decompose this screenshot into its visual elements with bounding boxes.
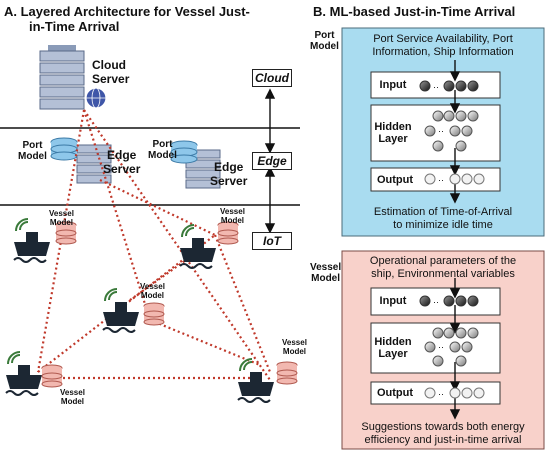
port-hidden-label-line: Layer bbox=[378, 133, 408, 145]
port-model-label-line: Port bbox=[152, 139, 173, 150]
vessel-model-label-line: Vessel bbox=[282, 338, 307, 347]
svg-text:··: ·· bbox=[438, 175, 444, 185]
vessel-input-description: Operational parameters of the ship, Envi… bbox=[342, 255, 544, 281]
vessel-database-icon bbox=[143, 302, 165, 326]
vessel-input-description-line: Operational parameters of the bbox=[369, 255, 517, 267]
vessel-model-label: Vessel Model bbox=[220, 207, 245, 225]
cloud-server-label-line: Server bbox=[92, 72, 130, 86]
vessel-model-label-line: Model bbox=[60, 397, 85, 406]
vessel-output-description: Suggestions towards both energy efficien… bbox=[342, 421, 544, 447]
port-input-description: Port Service Availability, Port Informat… bbox=[342, 33, 544, 59]
vessel-hidden-label-line: Hidden bbox=[374, 336, 412, 348]
vessel-database-icon bbox=[217, 221, 239, 245]
vessel-model-label: Vessel Model bbox=[282, 338, 307, 356]
port-input-description-line: Information, Ship Information bbox=[372, 46, 514, 58]
cloud-server-icon bbox=[39, 45, 107, 110]
vessel-model-label: Vessel Model bbox=[60, 388, 85, 406]
vessel-database-icon bbox=[276, 361, 298, 385]
port-output-label: Output bbox=[376, 174, 414, 186]
svg-text:··: ·· bbox=[438, 126, 444, 136]
port-model-label-line: Model bbox=[148, 150, 177, 161]
port-output-nodes: ·· bbox=[424, 173, 485, 185]
vessel-model-label-line: Model bbox=[49, 218, 74, 227]
vessel-database-icon bbox=[55, 221, 77, 245]
port-model-side-label-line: Model bbox=[310, 41, 339, 52]
port-model-database-icon bbox=[50, 137, 78, 161]
vessel-model-label-line: Vessel bbox=[140, 282, 165, 291]
tier-cloud: Cloud bbox=[252, 69, 292, 87]
cloud-server-label: Cloud Server bbox=[92, 58, 129, 86]
svg-text:··: ·· bbox=[433, 82, 439, 92]
port-output-description-line: Estimation of Time-of-Arrival bbox=[373, 206, 513, 218]
port-output-description-line: to minimize idle time bbox=[393, 219, 493, 231]
vessel-icon bbox=[13, 218, 50, 263]
port-model-label: Port Model bbox=[18, 140, 47, 162]
vessel-hidden-label: Hidden Layer bbox=[371, 336, 415, 360]
panel-a-title-line: in-Time Arrival bbox=[29, 19, 120, 34]
vessel-input-description-line: ship, Environmental variables bbox=[371, 268, 515, 280]
vessel-icon bbox=[102, 288, 139, 333]
edge-server-label-line: Server bbox=[210, 174, 248, 188]
port-hidden-label-line: Hidden bbox=[374, 121, 412, 133]
svg-text:··: ·· bbox=[433, 297, 439, 307]
svg-text:··: ·· bbox=[438, 389, 444, 399]
tier-edge: Edge bbox=[252, 152, 292, 170]
panel-a-title-line: A. Layered Architecture for Vessel Just- bbox=[4, 4, 250, 19]
port-input-nodes: ·· bbox=[419, 80, 479, 92]
edge-server-label: Edge Server bbox=[210, 160, 247, 188]
edge-server-icon bbox=[185, 149, 221, 189]
vessel-model-side-label-line: Model bbox=[311, 273, 341, 284]
svg-text:··: ·· bbox=[438, 342, 444, 352]
vessel-model-label-line: Vessel bbox=[220, 207, 245, 216]
vessel-input-label: Input bbox=[379, 295, 407, 307]
port-input-label: Input bbox=[379, 79, 407, 91]
port-model-label-line: Model bbox=[18, 151, 47, 162]
vessel-database-icon bbox=[41, 364, 63, 388]
port-hidden-nodes: ·· bbox=[424, 110, 479, 152]
port-model-label: Port Model bbox=[148, 139, 177, 161]
vessel-icon bbox=[5, 351, 42, 396]
vessel-model-side-label: Vessel Model bbox=[310, 262, 341, 284]
vessel-output-description-line: Suggestions towards both energy bbox=[361, 421, 525, 433]
edge-server-label-line: Edge bbox=[214, 160, 244, 174]
panel-b-title: B. ML-based Just-in-Time Arrival bbox=[313, 4, 516, 19]
vessel-model-label: Vessel Model bbox=[49, 209, 74, 227]
port-input-description-line: Port Service Availability, Port bbox=[373, 33, 513, 45]
port-model-side-label: Port Model bbox=[310, 30, 339, 52]
flow-arrows bbox=[449, 60, 461, 420]
port-model-side-label-line: Port bbox=[314, 30, 335, 41]
cloud-server-label-line: Cloud bbox=[92, 58, 126, 72]
port-hidden-label: Hidden Layer bbox=[371, 121, 415, 145]
vessel-model-label: Vessel Model bbox=[140, 282, 165, 300]
edge-server-label-line: Edge bbox=[107, 148, 137, 162]
vessel-icon bbox=[237, 358, 274, 403]
vessel-model-label-line: Model bbox=[140, 291, 165, 300]
vessel-output-nodes: ·· bbox=[424, 387, 485, 399]
vessel-hidden-nodes: ·· bbox=[424, 327, 479, 367]
vessel-model-label-line: Vessel bbox=[49, 209, 74, 218]
vessel-hidden-label-line: Layer bbox=[378, 348, 408, 360]
vessel-output-label: Output bbox=[376, 387, 414, 399]
tier-arrows bbox=[264, 88, 276, 234]
vessel-model-label-line: Model bbox=[220, 216, 245, 225]
tier-iot: IoT bbox=[252, 232, 292, 250]
edge-server-label-line: Server bbox=[103, 162, 141, 176]
port-model-database-icon bbox=[170, 140, 198, 164]
panel-a-title: A. Layered Architecture for Vessel Just-… bbox=[4, 4, 250, 34]
vessel-model-label-line: Vessel bbox=[60, 388, 85, 397]
port-model-label-line: Port bbox=[22, 140, 43, 151]
vessel-input-nodes: ·· bbox=[419, 295, 479, 307]
port-output-description: Estimation of Time-of-Arrival to minimiz… bbox=[342, 206, 544, 232]
vessel-icon bbox=[179, 224, 216, 269]
vessel-model-label-line: Model bbox=[282, 347, 307, 356]
edge-server-label: Edge Server bbox=[103, 148, 140, 176]
vessel-output-description-line: efficiency and just-in-time arrival bbox=[364, 434, 522, 446]
vessel-model-side-label-line: Vessel bbox=[310, 262, 342, 273]
